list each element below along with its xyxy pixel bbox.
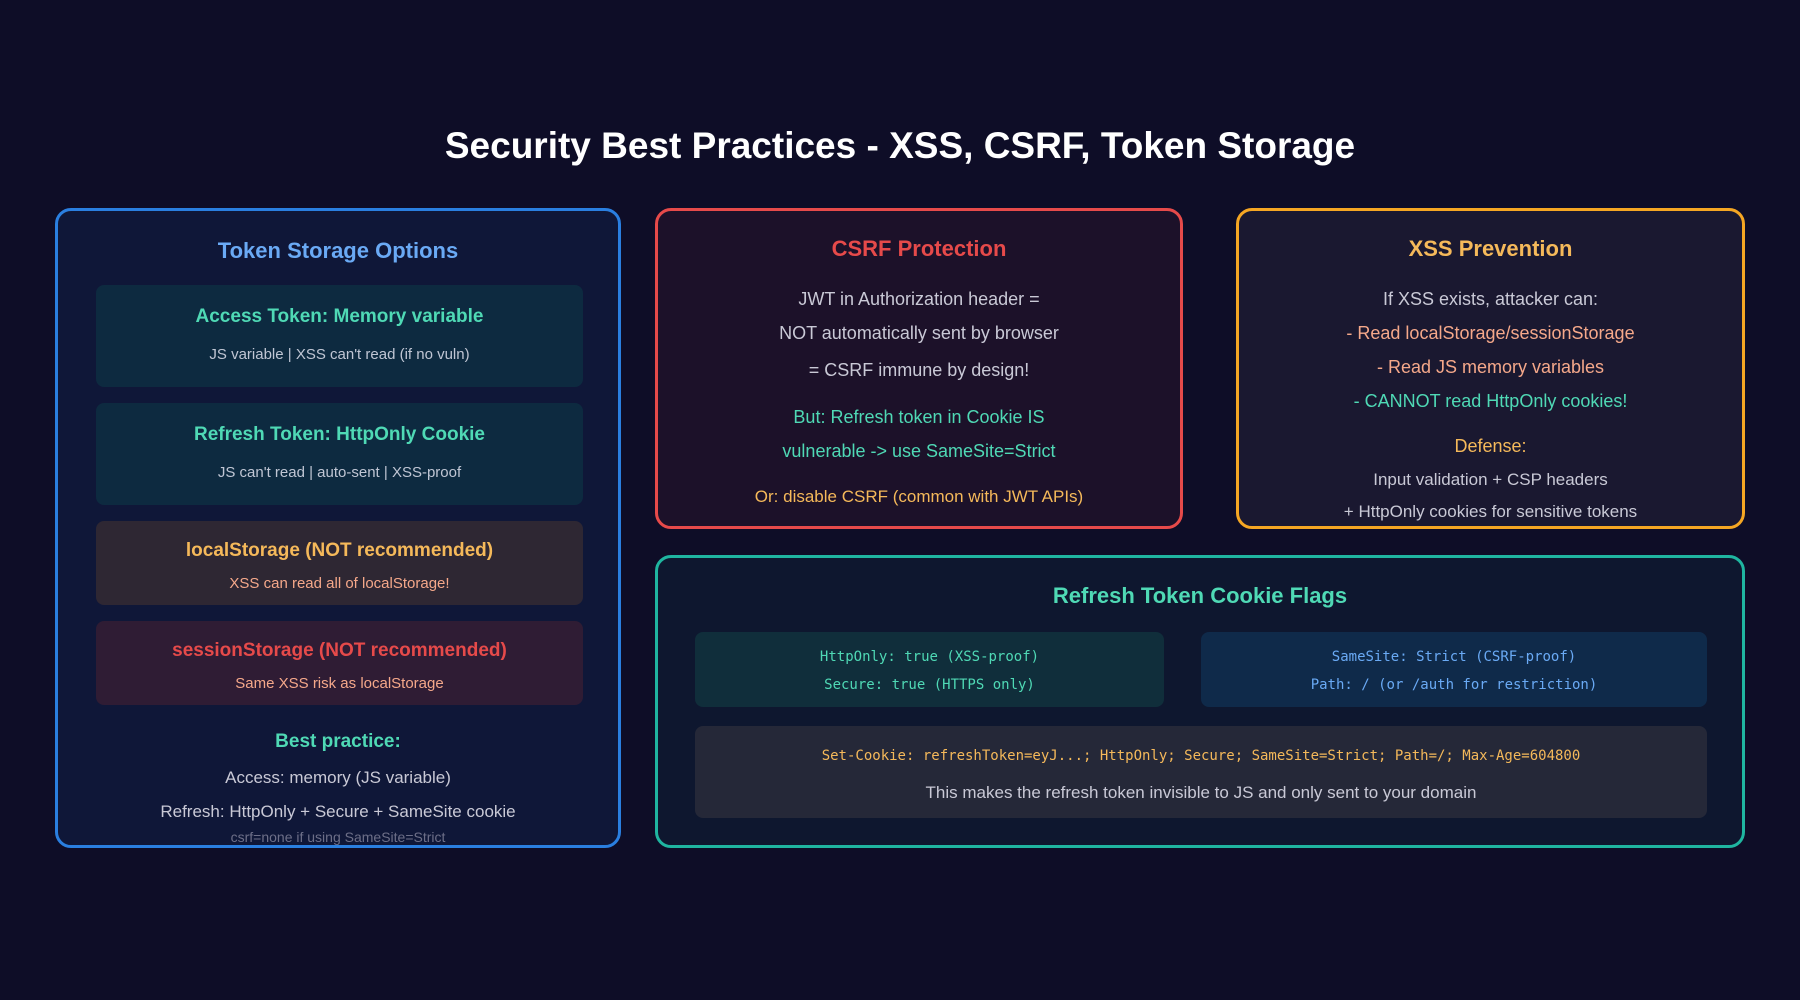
- xss-line: Input validation + CSP headers: [1373, 470, 1608, 489]
- xss-panel: XSS Prevention If XSS exists, attacker c…: [1236, 208, 1745, 529]
- localstorage-card-subtitle: XSS can read all of localStorage!: [229, 575, 450, 592]
- sessionstorage-card-title: sessionStorage (NOT recommended): [172, 640, 507, 661]
- set-cookie-box: Set-Cookie: refreshToken=eyJ...; HttpOnl…: [695, 726, 1707, 818]
- sessionstorage-card: sessionStorage (NOT recommended) Same XS…: [96, 621, 583, 705]
- access-token-card: Access Token: Memory variable JS variabl…: [96, 285, 583, 387]
- localstorage-card: localStorage (NOT recommended) XSS can r…: [96, 521, 583, 605]
- flag-line: Path: / (or /auth for restriction): [1310, 677, 1598, 693]
- page-title: Security Best Practices - XSS, CSRF, Tok…: [444, 125, 1356, 166]
- sessionstorage-card-subtitle: Same XSS risk as localStorage: [235, 675, 444, 692]
- best-practice-line: Refresh: HttpOnly + Secure + SameSite co…: [160, 802, 516, 821]
- best-practice-line: csrf=none if using SameSite=Strict: [230, 829, 446, 845]
- refresh-token-card: Refresh Token: HttpOnly Cookie JS can't …: [96, 403, 583, 505]
- set-cookie-note: This makes the refresh token invisible t…: [925, 783, 1477, 802]
- flag-line: HttpOnly: true (XSS-proof): [819, 649, 1040, 665]
- samesite-path-box: SameSite: Strict (CSRF-proof) Path: / (o…: [1201, 632, 1707, 707]
- best-practice-title: Best practice:: [275, 731, 401, 752]
- csrf-line: But: Refresh token in Cookie IS: [793, 407, 1045, 427]
- csrf-line: NOT automatically sent by browser: [779, 323, 1059, 343]
- cookie-flags-panel: Refresh Token Cookie Flags HttpOnly: tru…: [655, 555, 1745, 848]
- xss-line: + HttpOnly cookies for sensitive tokens: [1343, 502, 1638, 521]
- xss-title: XSS Prevention: [1408, 236, 1573, 261]
- csrf-title: CSRF Protection: [831, 236, 1007, 261]
- refresh-token-card-subtitle: JS can't read | auto-sent | XSS-proof: [217, 464, 462, 481]
- csrf-line: Or: disable CSRF (common with JWT APIs): [754, 487, 1084, 506]
- access-token-card-subtitle: JS variable | XSS can't read (if no vuln…: [209, 346, 470, 363]
- localstorage-card-title: localStorage (NOT recommended): [185, 540, 494, 561]
- httponly-secure-box: HttpOnly: true (XSS-proof) Secure: true …: [695, 632, 1164, 707]
- xss-line: Defense:: [1454, 436, 1527, 456]
- set-cookie-header: Set-Cookie: refreshToken=eyJ...; HttpOnl…: [821, 748, 1581, 764]
- xss-line: - Read localStorage/sessionStorage: [1346, 323, 1635, 343]
- csrf-panel: CSRF Protection JWT in Authorization hea…: [655, 208, 1183, 529]
- flag-line: SameSite: Strict (CSRF-proof): [1331, 649, 1577, 665]
- xss-line: If XSS exists, attacker can:: [1382, 289, 1599, 309]
- best-practice-line: Access: memory (JS variable): [225, 768, 451, 787]
- csrf-line: vulnerable -> use SameSite=Strict: [782, 441, 1056, 461]
- token-storage-title: Token Storage Options: [217, 238, 459, 263]
- xss-line: - Read JS memory variables: [1376, 357, 1605, 377]
- token-storage-panel: Token Storage Options Access Token: Memo…: [55, 208, 621, 848]
- xss-line: - CANNOT read HttpOnly cookies!: [1353, 391, 1628, 411]
- cookie-flags-title: Refresh Token Cookie Flags: [1052, 583, 1348, 608]
- csrf-line: = CSRF immune by design!: [808, 360, 1030, 380]
- csrf-line: JWT in Authorization header =: [798, 289, 1040, 309]
- flag-line: Secure: true (HTTPS only): [824, 677, 1035, 693]
- access-token-card-title: Access Token: Memory variable: [195, 306, 484, 327]
- refresh-token-card-title: Refresh Token: HttpOnly Cookie: [193, 424, 485, 445]
